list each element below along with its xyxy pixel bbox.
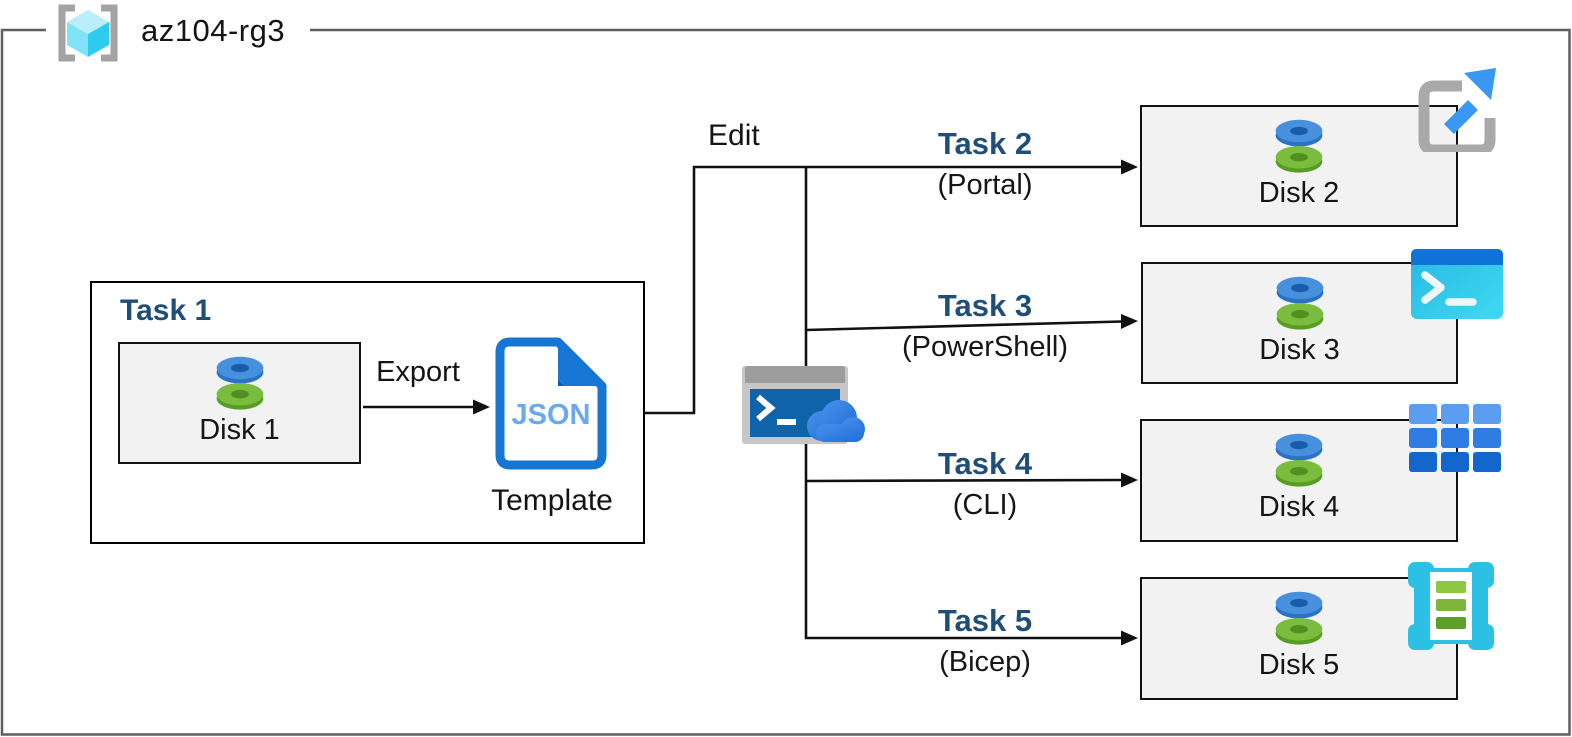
disk5-label: Disk 5 (1258, 649, 1340, 681)
task4-method: (CLI) (952, 489, 1018, 521)
export-label: Export (376, 356, 460, 388)
task3-label: Task 3 (937, 288, 1033, 323)
task2-method: (Portal) (937, 169, 1033, 201)
managed-disk-icon (1267, 117, 1331, 175)
resource-group-icon (58, 4, 118, 62)
cli-icon (1409, 404, 1501, 472)
task3-method: (PowerShell) (902, 331, 1068, 363)
disk4-label: Disk 4 (1258, 491, 1340, 523)
managed-disk-icon (209, 354, 271, 412)
json-file-type: JSON (512, 399, 591, 431)
resource-group-name: az104-rg3 (141, 13, 286, 48)
cloud-shell-icon (742, 366, 865, 444)
disk2-box: Disk 2 (1140, 105, 1458, 227)
disk3-label: Disk 3 (1259, 334, 1340, 366)
task1-title: Task 1 (120, 294, 212, 327)
disk1-box: Disk 1 (118, 342, 361, 464)
task4-label: Task 4 (937, 446, 1033, 481)
powershell-icon (1411, 249, 1503, 319)
task2-label: Task 2 (937, 126, 1033, 161)
task5-label: Task 5 (937, 603, 1033, 638)
managed-disk-icon (1267, 431, 1331, 489)
template-label: Template (491, 484, 613, 517)
json-file-icon: JSON (495, 337, 607, 470)
managed-disk-icon (1268, 274, 1332, 332)
bicep-icon (1408, 562, 1494, 650)
edit-label: Edit (708, 119, 760, 152)
disk2-label: Disk 2 (1258, 177, 1340, 209)
disk1-label: Disk 1 (199, 414, 280, 446)
portal-icon (1418, 68, 1496, 152)
task5-method: (Bicep) (939, 646, 1031, 678)
managed-disk-icon (1267, 589, 1331, 647)
